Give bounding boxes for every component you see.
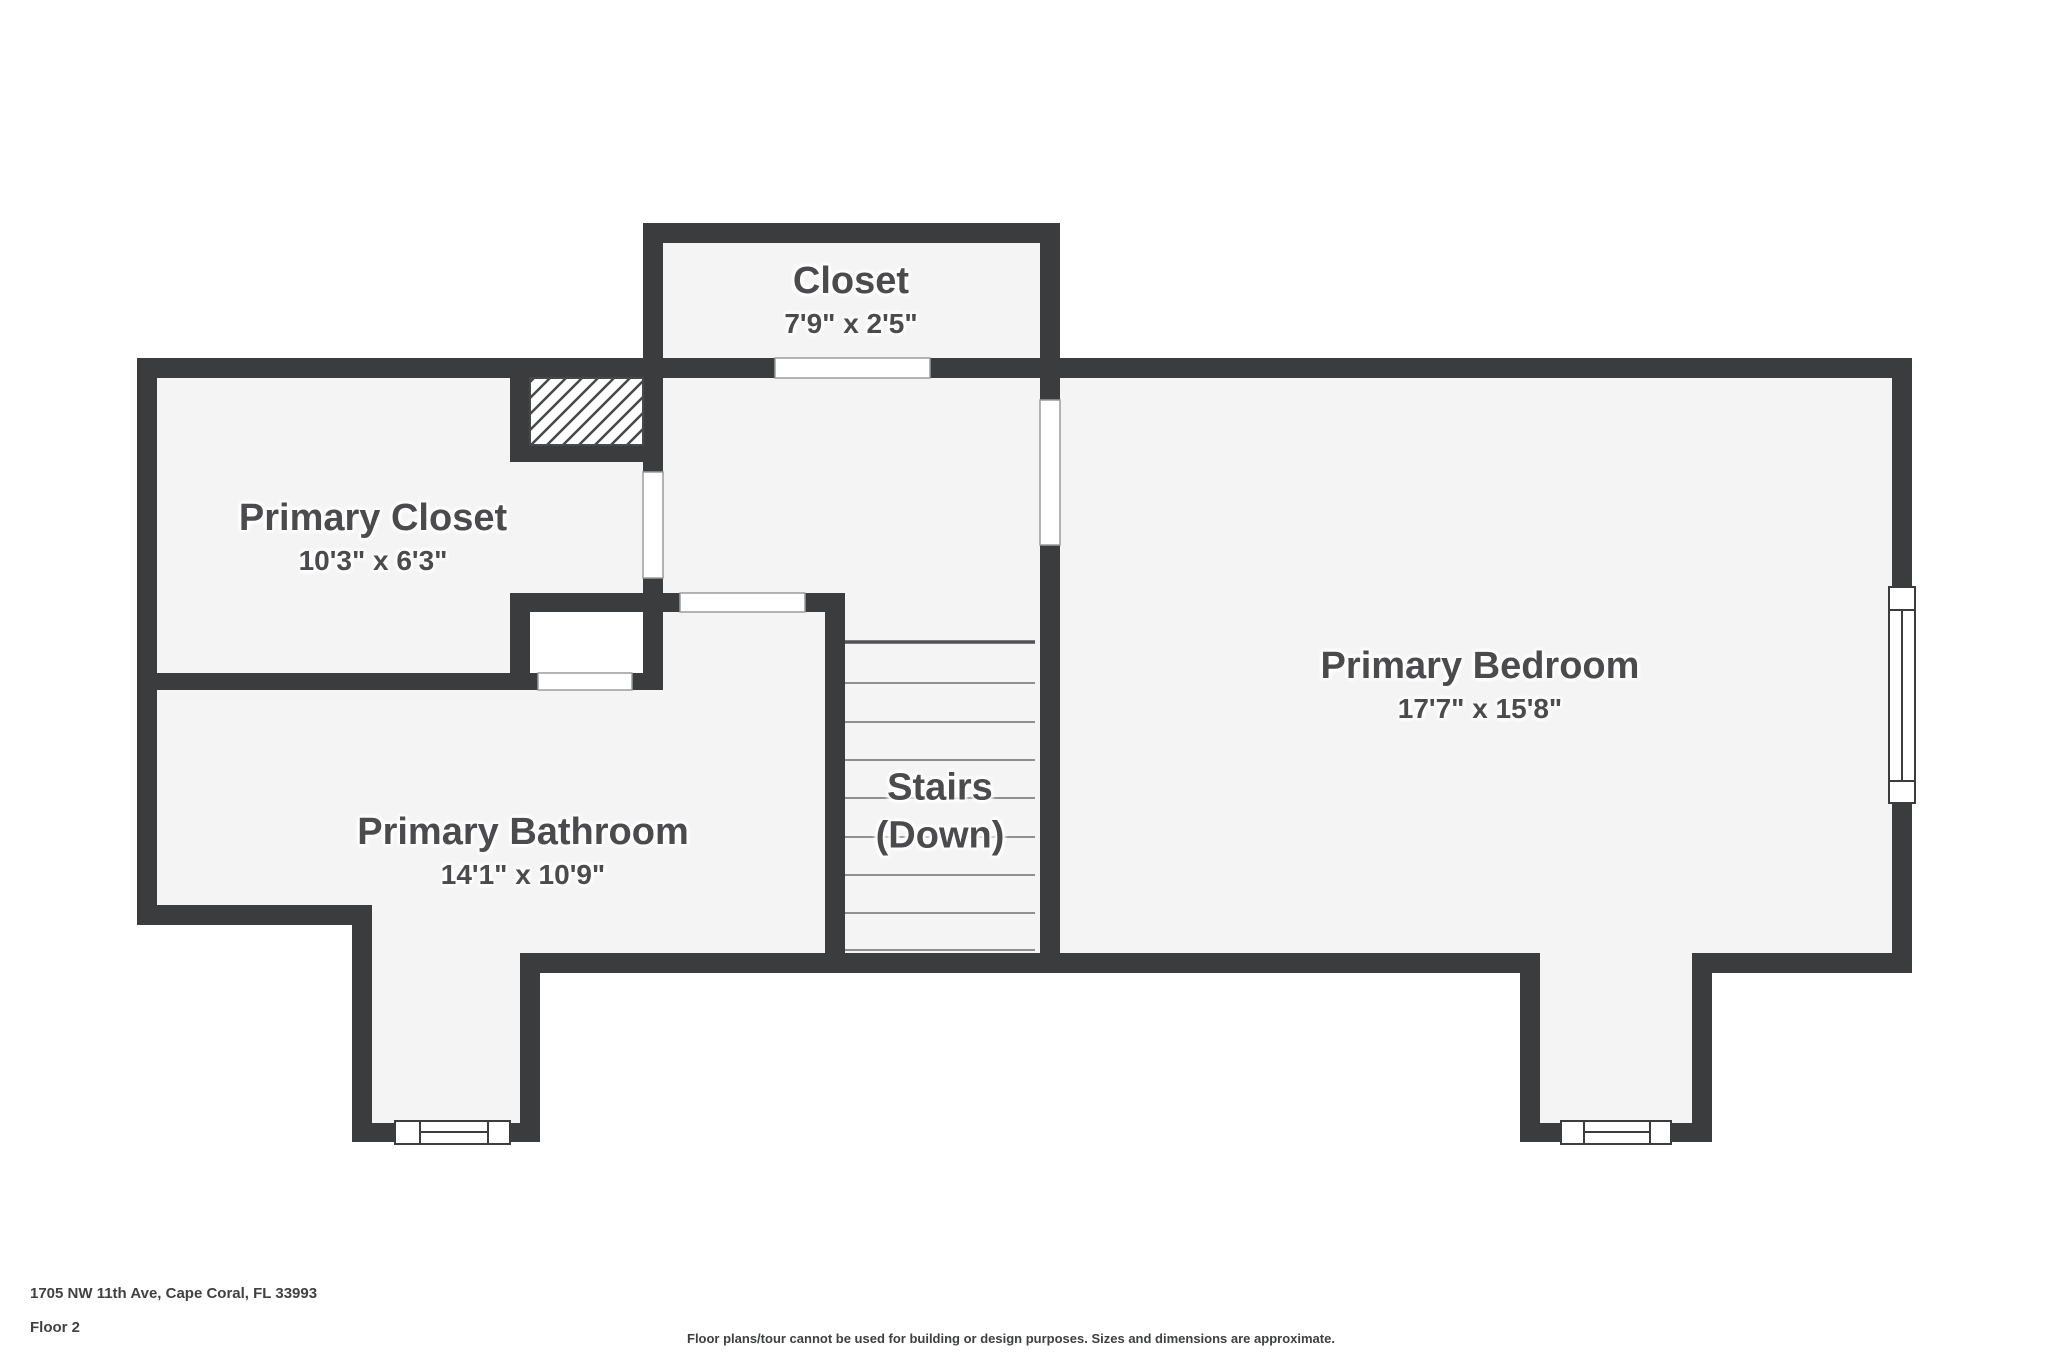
bed-bumpout-left-wall <box>1520 953 1540 1142</box>
property-address: 1705 NW 11th Ave, Cape Coral, FL 33993 <box>30 1285 318 1302</box>
room-label-primary-bathroom: Primary Bathroom 14'1" x 10'9" <box>357 809 689 892</box>
hatched-closet-area <box>529 377 644 446</box>
bottom-wall-west <box>520 953 1540 973</box>
room-dims: (Down) <box>875 814 1005 856</box>
disclaimer-text: Floor plans/tour cannot be used for buil… <box>687 1331 1335 1346</box>
room-dims: 14'1" x 10'9" <box>440 858 606 890</box>
room-name: Stairs <box>887 766 993 809</box>
main-floor <box>157 378 1892 1123</box>
stairs-left-wall <box>825 593 845 973</box>
room-name: Closet <box>792 259 910 302</box>
room-label-closet: Closet 7'9" x 2'5" <box>784 258 917 341</box>
room-dims: 10'3" x 6'3" <box>298 544 448 576</box>
closet-top-wall <box>643 223 1060 243</box>
room-dims: 7'9" x 2'5" <box>784 307 918 339</box>
closet-door-opening <box>774 357 931 379</box>
main-top-wall <box>137 358 1912 378</box>
room-floor-fills <box>157 243 1892 1123</box>
bathroom-door-opening <box>679 592 806 613</box>
room-name: Primary Closet <box>238 496 508 539</box>
left-wall <box>137 358 157 925</box>
alcove-left-wall <box>510 593 530 690</box>
hatch-left-wall <box>510 378 530 462</box>
bathroom-bottom-left-wall <box>137 905 372 925</box>
floor-label: Floor 2 <box>30 1319 81 1336</box>
bottom-wall-east <box>1692 953 1912 973</box>
exterior-walls <box>137 223 1912 1142</box>
bedroom-right-window-icon <box>1888 586 1916 804</box>
closet-right-wall <box>1040 223 1060 378</box>
room-name: Primary Bedroom <box>1320 644 1640 687</box>
closet-left-wall <box>643 223 663 378</box>
stairs-treads <box>845 640 1035 951</box>
bed-bumpout-right-wall <box>1692 953 1712 1142</box>
bath-bumpout-right-wall <box>520 953 540 1142</box>
primary-closet-door-opening <box>642 471 664 579</box>
hatch-bottom-wall <box>510 445 663 462</box>
bedroom-door-opening <box>1039 399 1061 546</box>
room-label-primary-bedroom: Primary Bedroom 17'7" x 15'8" <box>1321 643 1640 726</box>
bedroom-bottom-window-icon <box>1560 1120 1672 1145</box>
alcove-niche <box>530 612 643 673</box>
room-label-stairs: Stairs (Down) <box>876 765 1005 860</box>
room-name: Primary Bathroom <box>357 810 689 853</box>
bathroom-bottom-window-icon <box>394 1120 511 1145</box>
room-dims: 17'7" x 15'8" <box>1397 692 1563 724</box>
alcove-door-opening <box>537 672 633 691</box>
bath-bumpout-left-wall <box>352 905 372 1142</box>
door-openings <box>537 357 1061 691</box>
room-label-primary-closet: Primary Closet 10'3" x 6'3" <box>239 495 507 578</box>
primary-closet-bottom-wall <box>137 673 663 690</box>
closet-floor <box>663 243 1040 378</box>
